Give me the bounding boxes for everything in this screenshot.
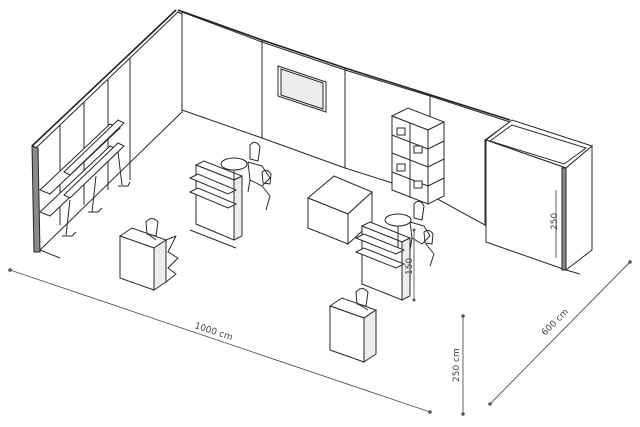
round-table-left — [220, 157, 248, 190]
chair-right-2 — [423, 229, 435, 267]
back-wall-left — [177, 9, 263, 139]
left-wall-shelves — [39, 119, 131, 237]
dimension-counter-line — [412, 228, 416, 302]
front-right-counter — [328, 297, 378, 363]
chair-left-1 — [247, 141, 271, 193]
dimension-length-line — [8, 268, 432, 414]
wall-screen — [277, 65, 327, 113]
dimension-label-height: 250 cm — [452, 348, 462, 382]
dimension-height-line — [461, 314, 465, 416]
cube-shelving-unit — [390, 107, 446, 205]
dimension-label-length: 1000 cm — [193, 321, 234, 343]
chair-front-left — [145, 218, 159, 241]
dimension-label-depth: 600 cm — [540, 307, 571, 338]
chair-left-2 — [261, 169, 272, 211]
display-stand-right — [354, 221, 412, 301]
chair-front-right — [355, 288, 369, 311]
storage-cabin — [484, 119, 594, 272]
round-table-right — [384, 213, 412, 248]
island-counter — [307, 175, 373, 246]
dimension-depth-line — [488, 260, 632, 406]
chair-right-1 — [409, 200, 431, 251]
display-stand-left — [188, 160, 244, 249]
front-left-counter — [118, 227, 179, 291]
dimension-label-counter: 150 — [405, 258, 415, 275]
dimension-label-cabin: 250 — [550, 213, 560, 230]
floor-outline — [39, 249, 581, 275]
